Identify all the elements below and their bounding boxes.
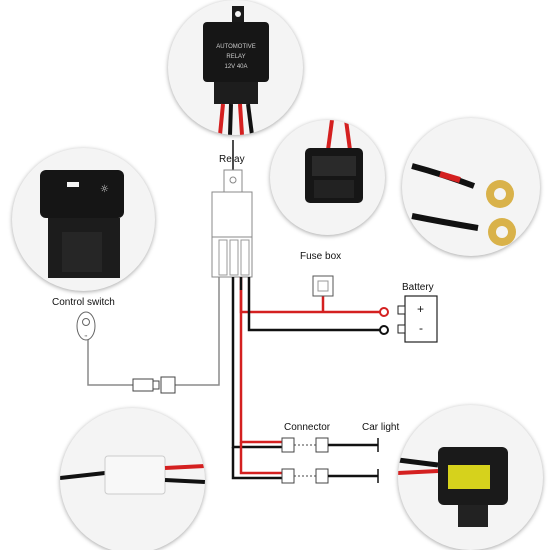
svg-text:12V 40A: 12V 40A (224, 64, 247, 70)
control-switch-photo: ☼ (12, 148, 155, 291)
fuse-box-label: Fuse box (300, 251, 342, 262)
relay-photo: AUTOMOTIVE RELAY 12V 40A (168, 0, 303, 135)
relay-symbol (211, 169, 253, 278)
connector-pair-2 (281, 468, 379, 484)
connector-label: Connector (284, 422, 331, 433)
inline-connector (132, 376, 176, 394)
svg-text:☼: ☼ (100, 184, 109, 195)
battery-plus-label: + (417, 302, 425, 316)
connector-photo (60, 408, 205, 550)
ring-terminal-photo (402, 118, 540, 256)
light-wire-2 (231, 447, 282, 480)
switch-wire-gray (87, 335, 133, 386)
car-light-photo (398, 405, 543, 550)
car-light-label: Car light (362, 422, 400, 433)
battery-minus-label: - (419, 321, 423, 335)
control-switch-label: Control switch (52, 297, 115, 308)
svg-text:▪▪: ▪▪ (85, 333, 88, 338)
fuse-holder-photo (270, 120, 385, 235)
control-wire-gray (175, 277, 220, 386)
ring-terminal-red (379, 307, 389, 317)
svg-text:AUTOMOTIVE: AUTOMOTIVE (216, 44, 256, 50)
red-power-wire (239, 277, 380, 314)
light-wire-2-red (239, 442, 282, 475)
relay-label: Relay (219, 154, 245, 165)
ring-terminal-black (379, 325, 389, 335)
connector-pair-1 (281, 437, 379, 453)
control-switch-symbol: ▪▪ (76, 311, 96, 341)
svg-text:RELAY: RELAY (226, 54, 245, 60)
battery-symbol (397, 295, 438, 343)
black-ground-wire (239, 277, 380, 332)
battery-label: Battery (402, 282, 434, 293)
